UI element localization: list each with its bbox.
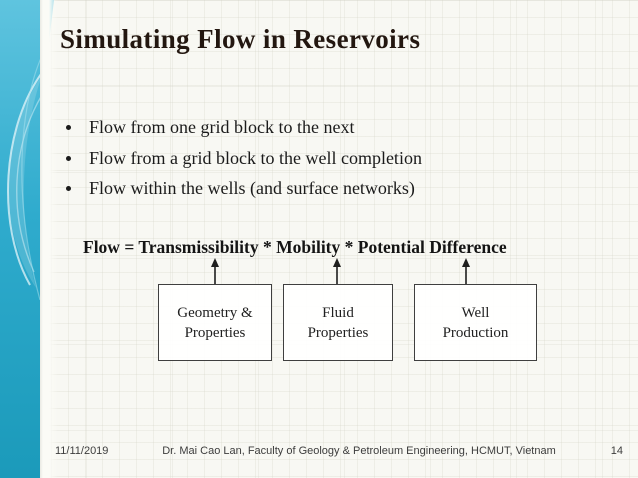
bullet-dot-icon — [66, 125, 71, 130]
diagram-box-fluid-properties: Fluid Properties — [283, 284, 393, 361]
diagram-box-label: Well Production — [442, 304, 509, 341]
swirl-curve-icon — [21, 39, 51, 301]
slide-title: Simulating Flow in Reservoirs — [60, 24, 421, 54]
sidebar-decoration — [0, 0, 54, 478]
up-arrow-icon — [333, 258, 341, 284]
diagram-box-label: Geometry & Properties — [177, 304, 253, 341]
bullet-text: Flow from one grid block to the next — [89, 117, 355, 137]
diagram-box-label: Fluid Properties — [307, 304, 369, 341]
bullet-dot-icon — [66, 155, 71, 161]
up-arrow-icon — [462, 258, 470, 284]
bullet-list: Flow from one grid block to the next Flo… — [64, 112, 584, 204]
bullet-item: Flow from one grid block to the next — [64, 112, 584, 143]
swirl-shape — [8, 75, 42, 288]
bullet-text: Flow from a grid block to the well compl… — [89, 147, 422, 168]
up-arrow-icon — [211, 258, 219, 284]
swirl-curve-icon — [16, 94, 43, 273]
footer-credit: Dr. Mai Cao Lan, Faculty of Geology & Pe… — [162, 445, 556, 457]
diagram-box-geometry-properties: Geometry & Properties — [158, 284, 272, 361]
bullet-item: Flow from a grid block to the well compl… — [64, 143, 584, 174]
footer-date: 11/11/2019 — [55, 445, 109, 457]
bullet-dot-icon — [66, 186, 71, 191]
formula-text: Flow = Transmissibility * Mobility * Pot… — [83, 237, 507, 257]
footer-page-number: 14 — [610, 445, 623, 457]
sidebar-edge-fade — [40, 0, 58, 478]
bullet-text: Flow within the wells (and surface netwo… — [89, 178, 415, 198]
diagram-box-well-production: Well Production — [414, 284, 537, 361]
bullet-item: Flow within the wells (and surface netwo… — [64, 173, 584, 204]
